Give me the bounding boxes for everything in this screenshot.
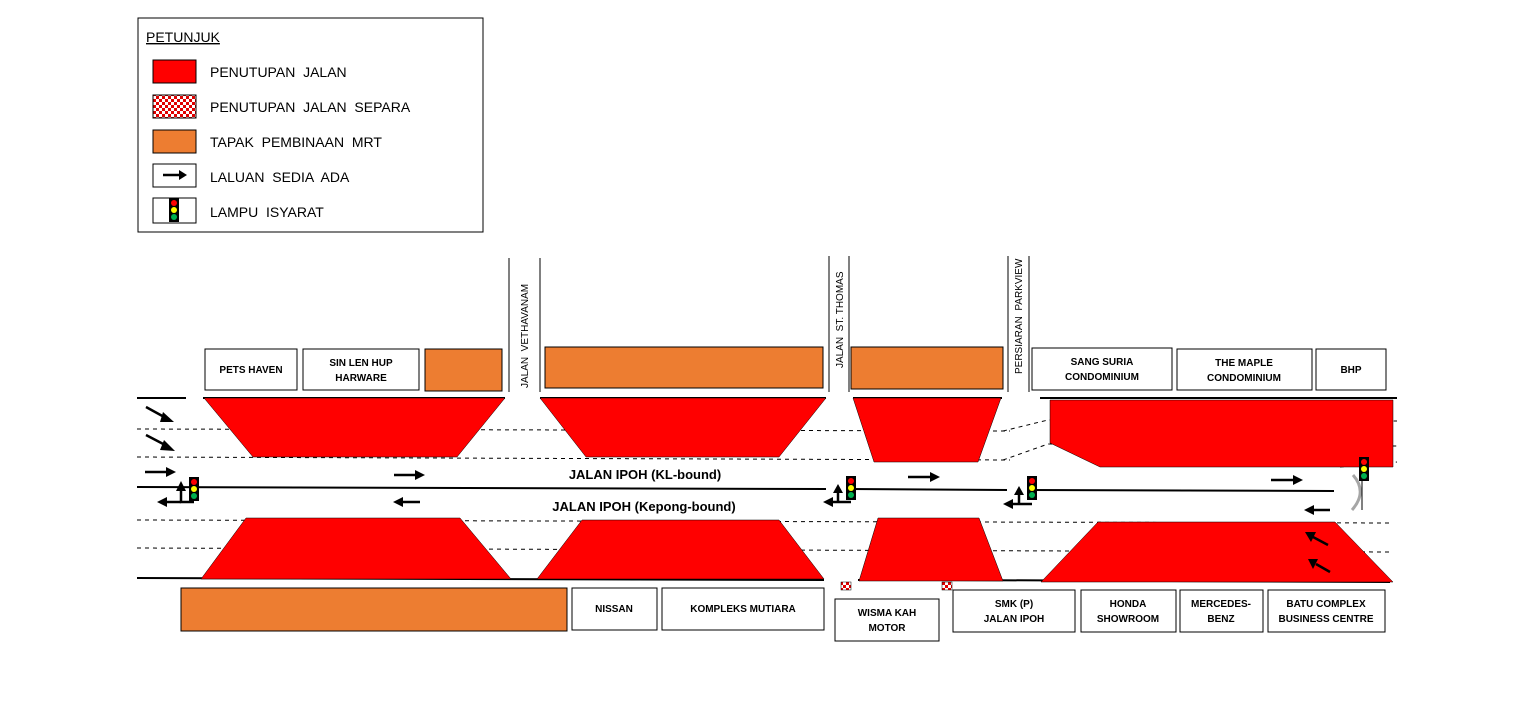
road-label-persiaran-parkview: PERSIARAN PARKVIEW (1014, 258, 1025, 374)
building-smk-jalan-ipoh: SMK (P) (995, 599, 1033, 610)
traffic-light-icon (846, 476, 856, 500)
arrow-right-icon (394, 470, 425, 480)
full-closure-swatch (152, 59, 197, 84)
mrt-site-swatch (152, 129, 197, 154)
building-the-maple: THE MAPLE (1215, 358, 1273, 369)
legend-item-full-closure: PENUTUPAN JALAN (210, 64, 347, 80)
closure-top-1 (203, 397, 506, 458)
legend-item-mrt-site: TAPAK PEMBINAAN MRT (210, 134, 382, 150)
road-label-kepong-bound: JALAN IPOH (Kepong-bound) (552, 499, 735, 514)
building-honda-showroom: HONDA (1110, 599, 1147, 610)
buildings-bottom: NISSAN KOMPLEKS MUTIARA WISMA KAH MOTOR … (180, 587, 1386, 642)
partial-closure-2 (941, 581, 953, 591)
turn-arrow-icon (823, 484, 851, 507)
traffic-light-icon (189, 477, 199, 501)
closure-bottom-3 (858, 517, 1004, 582)
arrow-left-icon (393, 497, 420, 507)
traffic-light-icon (1359, 457, 1369, 481)
building-smk-jalan-ipoh-line2: JALAN IPOH (984, 614, 1045, 625)
partial-closure-swatch (152, 94, 197, 119)
building-mercedes-benz: MERCEDES- (1191, 599, 1251, 610)
mrt-site-top-3 (850, 346, 1004, 390)
arrow-left-icon (1305, 532, 1329, 547)
building-mercedes-benz-line2: BENZ (1207, 614, 1234, 625)
closure-top-4 (1049, 399, 1394, 468)
legend: PETUNJUK PENUTUPAN JALAN PENUTUPAN JALAN… (137, 17, 484, 233)
arrow-right-icon (145, 467, 176, 477)
road-label-jalan-st-thomas: JALAN ST. THOMAS (835, 271, 846, 368)
traffic-light-icon (169, 198, 179, 222)
mrt-site-top-1 (424, 348, 503, 392)
building-bhp: BHP (1340, 365, 1361, 376)
building-batu-complex-line2: BUSINESS CENTRE (1278, 614, 1373, 625)
building-batu-complex: BATU COMPLEX (1286, 599, 1366, 610)
closure-zones (200, 397, 1394, 583)
arrow-right-icon (908, 472, 940, 482)
legend-item-traffic-light: LAMPU ISYARAT (210, 204, 324, 220)
legend-item-existing-route: LALUAN SEDIA ADA (210, 169, 350, 185)
building-wisma-kah-motor-line2: MOTOR (868, 623, 906, 634)
closure-top-3 (852, 397, 1002, 463)
building-sin-len-hup: SIN LEN HUP (329, 358, 393, 369)
legend-title: PETUNJUK (146, 29, 221, 45)
u-turn-curve (1350, 474, 1362, 511)
building-pets-haven: PETS HAVEN (219, 365, 282, 376)
building-sang-suria: SANG SURIA (1071, 357, 1134, 368)
building-kompleks-mutiara: KOMPLEKS MUTIARA (690, 604, 796, 615)
buildings-top: PETS HAVEN SIN LEN HUP HARWARE SANG SURI… (204, 346, 1387, 392)
turn-arrow-icon (157, 481, 194, 507)
legend-item-partial-closure: PENUTUPAN JALAN SEPARA (210, 99, 411, 115)
arrow-left-icon (1308, 559, 1331, 574)
road-label-jalan-vethavanam: JALAN VETHAVANAM (520, 284, 531, 388)
partial-closure-1 (840, 581, 852, 591)
closure-bottom-1 (200, 517, 512, 580)
closure-bottom-4 (1040, 521, 1394, 583)
arrows (145, 405, 1331, 574)
closure-top-2 (539, 397, 827, 458)
arrow-left-icon (1304, 505, 1330, 515)
arrow-right-icon (163, 170, 187, 180)
arrow-right-icon (1271, 475, 1303, 485)
turn-arrows (157, 481, 1032, 509)
arrow-right-icon (145, 405, 174, 422)
building-sin-len-hup-line2: HARWARE (335, 373, 387, 384)
building-the-maple-line2: CONDOMINIUM (1207, 373, 1281, 384)
building-honda-showroom-line2: SHOWROOM (1097, 614, 1159, 625)
mrt-site-top-2 (544, 346, 824, 389)
mrt-site-bottom-1 (180, 587, 568, 632)
building-nissan: NISSAN (595, 604, 633, 615)
arrow-right-icon (145, 433, 175, 451)
traffic-light-icon (1027, 476, 1037, 500)
building-wisma-kah-motor: WISMA KAH (858, 608, 917, 619)
road-label-kl-bound: JALAN IPOH (KL-bound) (569, 467, 721, 482)
building-sang-suria-line2: CONDOMINIUM (1065, 372, 1139, 383)
turn-arrow-icon (1003, 486, 1032, 509)
side-roads (508, 256, 1030, 392)
closure-bottom-2 (536, 519, 825, 580)
